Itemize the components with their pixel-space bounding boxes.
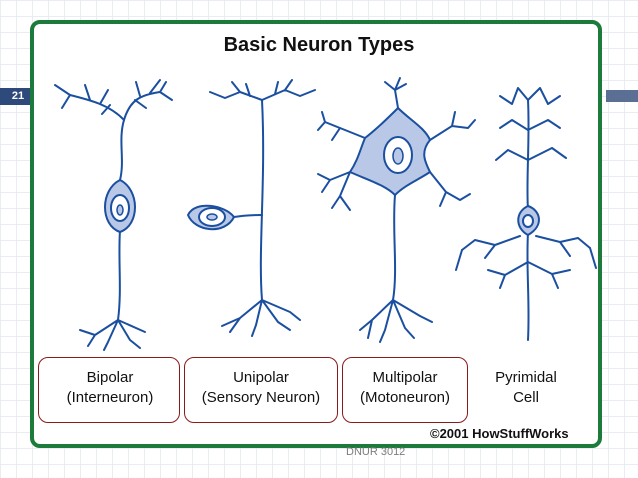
multipolar-highlight-box <box>342 357 468 423</box>
multipolar-cell-body <box>349 107 431 196</box>
label-unipolar-name: Unipolar <box>233 369 289 386</box>
label-multipolar: Multipolar (Motoneuron) <box>344 368 466 408</box>
label-unipolar: Unipolar (Sensory Neuron) <box>186 368 336 408</box>
label-pyramidal-name: Pyrimidal <box>495 369 557 386</box>
unipolar-neuron-drawing <box>209 79 316 337</box>
bipolar-cell-body <box>104 179 136 233</box>
label-pyramidal-detail: Cell <box>513 389 539 406</box>
label-bipolar-detail: (Interneuron) <box>66 389 154 406</box>
diagram-frame <box>30 20 602 448</box>
label-pyramidal: Pyrimidal Cell <box>478 368 574 408</box>
pyramidal-neuron-drawing <box>455 87 597 341</box>
label-unipolar-detail: (Sensory Neuron) <box>201 389 321 406</box>
unipolar-highlight-box <box>184 357 338 423</box>
multipolar-neuron-drawing <box>317 77 476 343</box>
slide-number: 21 <box>0 88 36 105</box>
unipolar-cell-body <box>187 204 235 231</box>
label-bipolar: Bipolar (Interneuron) <box>48 368 172 408</box>
label-multipolar-name: Multipolar <box>372 369 438 386</box>
bipolar-highlight-box <box>38 357 180 423</box>
copyright-text: ©2001 HowStuffWorks <box>430 426 569 441</box>
label-bipolar-name: Bipolar <box>86 369 134 386</box>
slide-footer: DNUR 3012 <box>346 446 406 458</box>
label-multipolar-detail: (Motoneuron) <box>359 389 451 406</box>
bipolar-neuron-drawing <box>54 79 173 351</box>
diagram-title: Basic Neuron Types <box>223 34 415 56</box>
pyramidal-cell-body <box>517 205 540 236</box>
slide-side-tab <box>606 90 638 102</box>
